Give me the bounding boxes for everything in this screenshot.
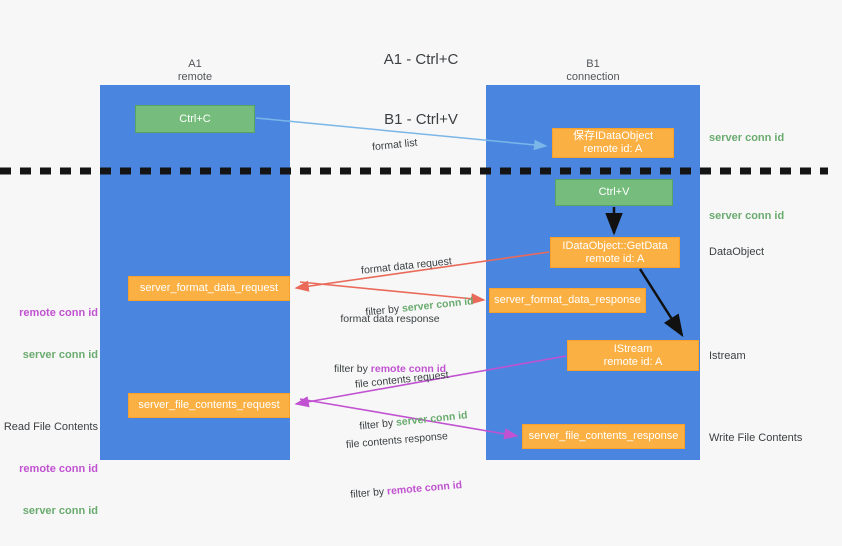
box-idataobject-getdata[interactable]: IDataObject::GetData remote id: A <box>550 237 680 268</box>
arrow-format-data-request <box>294 251 550 292</box>
label-server-conn-id-1: server conn id <box>22 349 98 361</box>
arrow-getdata-to-istream <box>638 268 684 338</box>
label-remote-conn-id-2: remote conn id <box>19 463 98 475</box>
filter-key-remote-conn-id: remote conn id <box>386 479 463 498</box>
arrow-label-file-contents-response-filter: filter by remote conn id <box>350 478 463 502</box>
arrow-layer <box>0 117 828 440</box>
box-server-format-data-request[interactable]: server_format_data_request <box>128 276 290 301</box>
label-server-conn-id-top: server conn id <box>709 132 785 144</box>
box-server-format-data-response[interactable]: server_format_data_response <box>489 288 646 313</box>
arrow-label-format-data-response: format data response filter by remote co… <box>334 284 446 404</box>
label-istream: Istream <box>709 350 746 362</box>
arrow-format-data-response <box>299 281 486 305</box>
box-server-file-contents-request[interactable]: server_file_contents_request <box>128 393 290 418</box>
arrow-file-contents-response <box>299 398 519 440</box>
box-ctrl-v[interactable]: Ctrl+V <box>555 179 673 206</box>
filter-prefix: filter by <box>334 363 371 375</box>
label-conn-id-group-2: Read File Contents remote conn id server… <box>0 392 98 546</box>
arrow-label-format-data-request-text: format data request <box>360 255 453 277</box>
box-istream[interactable]: IStream remote id: A <box>567 340 699 371</box>
label-server-conn-id-2: server conn id <box>22 505 98 517</box>
arrow-label-format-data-response-filter: filter by remote conn id <box>334 362 446 376</box>
lane-header-a1: A1 remote <box>177 58 213 83</box>
label-read-file-contents: Read File Contents <box>3 421 98 433</box>
box-idataobject[interactable]: 保存IDataObject remote id: A <box>552 128 674 158</box>
box-server-file-contents-response[interactable]: server_file_contents_response <box>522 424 685 449</box>
arrow-label-file-contents-request-text: file contents request <box>354 368 450 391</box>
title-line-2: B1 - Ctrl+V <box>384 111 458 128</box>
diagram-title: A1 - Ctrl+C B1 - Ctrl+V <box>0 10 842 170</box>
lane-header-b1: B1 connection <box>566 58 620 83</box>
arrow-format-list <box>255 117 548 151</box>
label-conn-id-group-1: remote conn id server conn id <box>0 278 98 390</box>
filter-key-remote-conn-id: remote conn id <box>370 363 447 375</box>
label-data-object: DataObject <box>709 246 765 258</box>
label-write-file-contents: Write File Contents <box>709 432 803 444</box>
label-remote-conn-id-1: remote conn id <box>19 307 98 319</box>
filter-prefix: filter by <box>349 485 388 501</box>
arrow-label-file-contents-response-text: file contents response <box>345 430 449 451</box>
arrow-label-format-list: format list <box>368 108 421 182</box>
label-server-conn-id-second: server conn id <box>709 210 785 222</box>
arrow-label-format-data-response-text: format data response <box>340 313 440 325</box>
arrow-file-contents-request <box>294 355 567 408</box>
arrow-label-file-contents-response: file contents response filter by remote … <box>343 400 465 529</box>
box-ctrl-c[interactable]: Ctrl+C <box>135 105 255 133</box>
title-line-1: A1 - Ctrl+C <box>383 51 459 68</box>
arrow-label-format-list-text: format list <box>371 136 419 154</box>
diagram-canvas: A1 - Ctrl+C B1 - Ctrl+V A1 remote B1 con… <box>0 10 842 517</box>
